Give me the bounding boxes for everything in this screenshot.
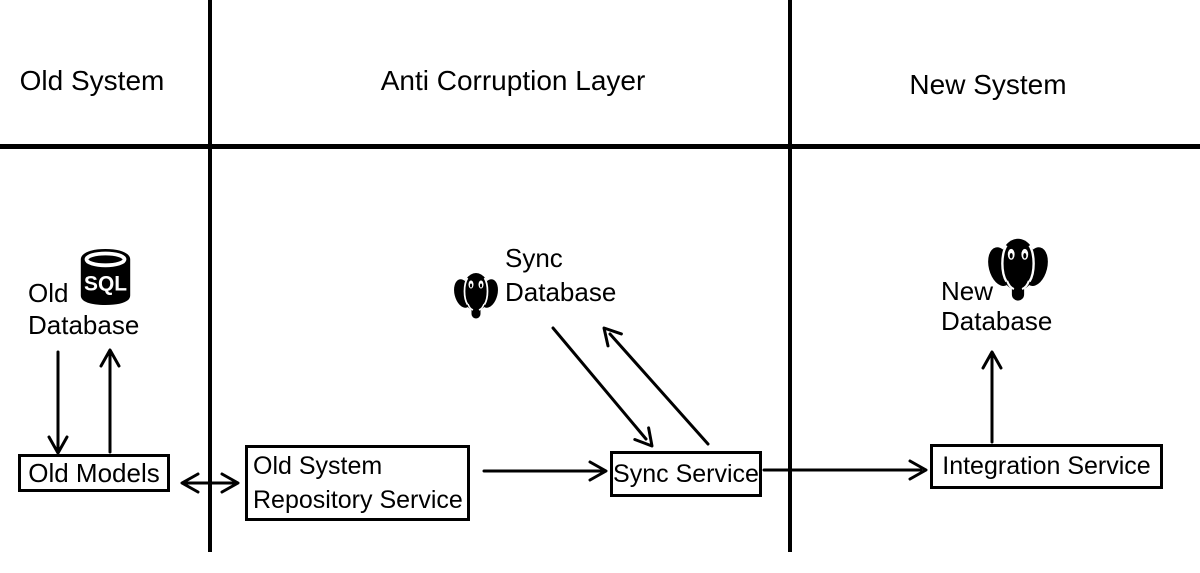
old-database-name-label: Old — [28, 278, 69, 308]
arrow-old-models-to-old-db — [99, 348, 121, 454]
integration-service-label: Integration Service — [942, 452, 1151, 480]
sync-database-name-label: Sync — [505, 243, 563, 273]
new-database-name-label: New — [941, 276, 994, 306]
sql-database-icon: SQL — [80, 248, 131, 305]
arrow-old-db-to-old-models — [47, 350, 69, 455]
column-divider-right — [788, 0, 792, 552]
new-database-word-label: Database — [941, 306, 1053, 336]
sync-service-box: Sync Service — [610, 451, 762, 497]
sql-icon-label: SQL — [84, 273, 127, 296]
postgresql-elephant-icon — [984, 233, 1052, 307]
arrow-sync-db-to-sync-service — [551, 326, 654, 448]
arrow-repo-to-sync-service — [482, 460, 608, 482]
integration-service-box: Integration Service — [930, 444, 1163, 489]
old-models-box: Old Models — [18, 454, 170, 492]
column-header-old-system: Old System — [19, 65, 165, 96]
arrow-integration-to-new-db — [981, 350, 1003, 444]
sync-service-label: Sync Service — [613, 459, 759, 488]
postgresql-elephant-icon — [451, 269, 501, 323]
repo-box-line2: Repository Service — [253, 486, 463, 514]
column-header-new-system: New System — [909, 69, 1067, 100]
header-divider-line — [0, 144, 1200, 149]
repo-box-line1: Old System — [253, 452, 383, 480]
old-database-word-label: Database — [28, 310, 140, 340]
old-models-label: Old Models — [28, 457, 160, 488]
column-divider-left — [208, 0, 212, 552]
column-header-anti-corruption-layer: Anti Corruption Layer — [380, 65, 646, 96]
old-system-repository-service-box: Old System Repository Service — [245, 445, 470, 521]
sync-database-word-label: Database — [505, 277, 617, 307]
arrow-sync-service-to-sync-db — [602, 326, 710, 446]
